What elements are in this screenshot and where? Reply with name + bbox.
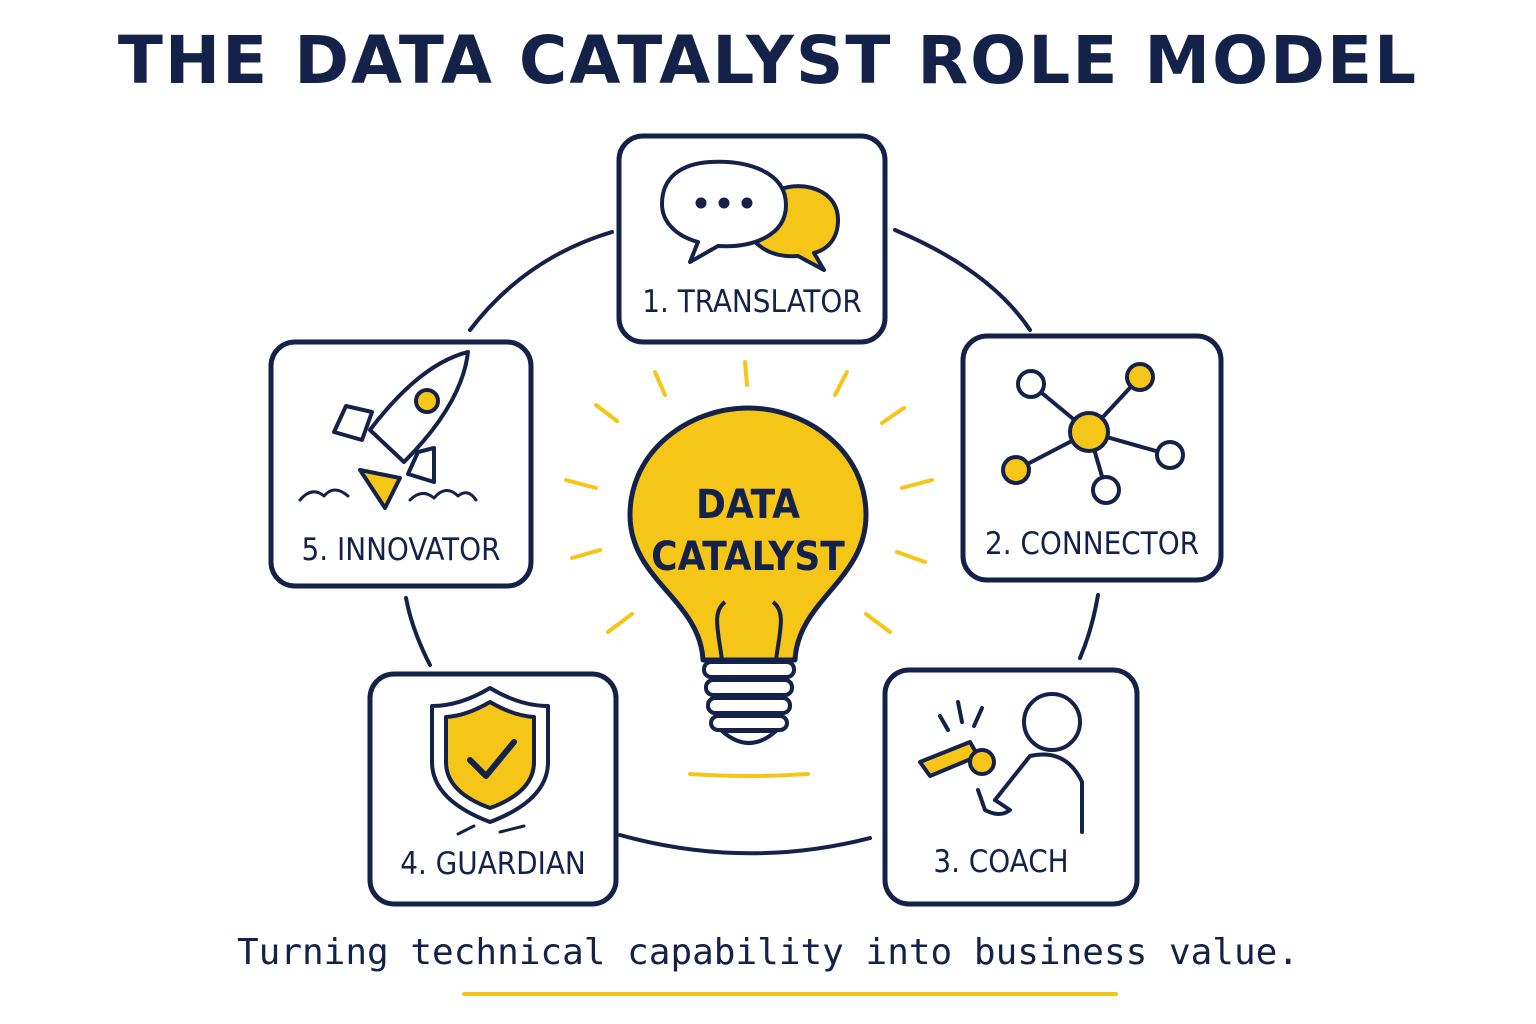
- bulb-rays: [564, 360, 934, 634]
- ring-arc-translator-connector: [893, 228, 1032, 332]
- ring-arc-innovator-translator: [468, 230, 614, 332]
- bulb-base: [702, 660, 796, 745]
- center-lightbulb: DATA CATALYST: [564, 360, 934, 778]
- tagline: Turning technical capability into busine…: [236, 932, 1300, 973]
- role-label-translator: 1. TRANSLATOR: [642, 284, 862, 320]
- shield-check-icon: [430, 686, 550, 836]
- bulb-glass: [627, 405, 869, 663]
- bulb-shadow-line: [688, 772, 810, 778]
- role-label-coach: 3. COACH: [933, 844, 1068, 880]
- role-label-guardian: 4. GUARDIAN: [400, 846, 586, 882]
- page-title: THE DATA CATALYST ROLE MODEL: [117, 22, 1419, 99]
- role-card-coach: 3. COACH: [882, 667, 1140, 907]
- role-card-innovator: 5. INNOVATOR: [268, 339, 534, 589]
- role-card-connector: 2. CONNECTOR: [960, 333, 1224, 583]
- network-nodes-icon: [1001, 362, 1185, 505]
- role-card-translator: 1. TRANSLATOR: [616, 133, 888, 345]
- role-label-connector: 2. CONNECTOR: [985, 526, 1199, 562]
- ring-arc-coach-guardian: [618, 833, 872, 856]
- role-label-innovator: 5. INNOVATOR: [302, 532, 501, 568]
- speech-bubbles-icon: [660, 159, 840, 272]
- connecting-ring: [404, 228, 1100, 856]
- tagline-underline: [462, 992, 1118, 996]
- role-card-guardian: 4. GUARDIAN: [367, 671, 619, 907]
- ring-arc-connector-coach: [1078, 593, 1100, 660]
- center-label-line1: DATA: [696, 482, 800, 528]
- whistle-person-icon: [918, 692, 1084, 834]
- center-label-line2: CATALYST: [651, 534, 845, 580]
- ring-arc-guardian-innovator: [404, 596, 432, 667]
- rocket-icon: [298, 350, 478, 510]
- card-frame: [268, 339, 534, 589]
- bulb-filament: [715, 600, 783, 661]
